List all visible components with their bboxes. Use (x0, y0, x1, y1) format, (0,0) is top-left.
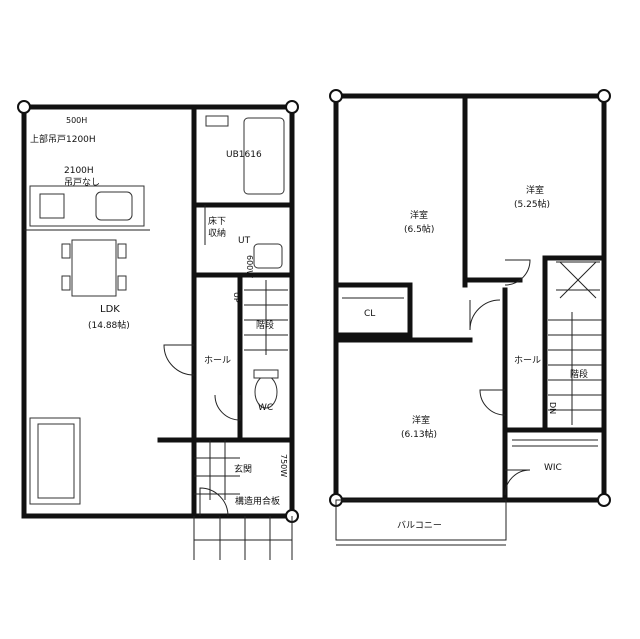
door-swing (469, 299, 501, 331)
structural-plywood-label: 構造用合板 (235, 495, 280, 507)
hall-label: ホール (514, 355, 541, 366)
door-swing (163, 344, 195, 376)
bath-fixture (205, 115, 229, 127)
dining-table (71, 239, 117, 297)
bathtub-icon (243, 117, 285, 195)
room-b-size-label: (5.25帖) (514, 198, 550, 210)
balcony-outline (335, 499, 507, 541)
door-swing (214, 394, 241, 421)
stairs-label: 階段 (570, 368, 588, 380)
floor2-stairs (548, 261, 602, 425)
wc-label: WC (258, 403, 273, 413)
washbasin-icon (253, 243, 283, 269)
floor-2: 洋室 (6.5帖) 洋室 (5.25帖) CL 洋室 (6.13帖) ホール 階… (329, 89, 611, 546)
underfloor-storage-label-1: 床下 (208, 215, 226, 227)
room-b-label: 洋室 (526, 184, 544, 196)
balcony-label: バルコニー (397, 520, 442, 531)
column-marker (285, 100, 299, 114)
chair-icon (117, 275, 127, 291)
chair-icon (117, 243, 127, 259)
dim-500h-label: 500H (66, 116, 87, 125)
door-swing (504, 469, 531, 496)
chair-icon (61, 243, 71, 259)
utility-label: UT (238, 236, 251, 246)
bath-label: UB1616 (226, 150, 262, 160)
ldk-label: LDK (100, 304, 120, 315)
kitchen-height-label: 2100H (64, 166, 94, 176)
up-label: UP (232, 292, 241, 303)
sofa-cushion (37, 423, 75, 499)
column-marker (597, 493, 611, 507)
wic-label: WIC (544, 463, 562, 473)
room-c-size-label: (6.13帖) (401, 428, 437, 440)
floor-1: 500H 上部吊戸1200H 2100H 吊戸なし LDK (14.88帖) U… (17, 100, 299, 560)
room-a-size-label: (6.5帖) (404, 223, 434, 235)
hall-label: ホール (204, 355, 231, 366)
no-hanging-cabinet-label: 吊戸なし (64, 177, 100, 188)
door-swing (479, 389, 506, 416)
column-marker (329, 89, 343, 103)
sink-icon (95, 191, 133, 221)
stairs-label: 階段 (256, 319, 274, 331)
column-marker (17, 100, 31, 114)
door-swing (504, 259, 531, 286)
closet-label: CL (364, 309, 375, 319)
upper-cabinet-label: 上部吊戸1200H (30, 133, 96, 145)
room-c-label: 洋室 (412, 414, 430, 426)
stove-icon (39, 193, 65, 219)
door-swing (199, 487, 229, 517)
room-a-label: 洋室 (410, 209, 428, 221)
floor1-stairs (244, 280, 288, 355)
width-600w-label: 600W (245, 255, 254, 278)
ldk-size-label: (14.88帖) (88, 319, 130, 331)
column-marker (597, 89, 611, 103)
entrance-label: 玄関 (234, 463, 252, 475)
toilet-tank (253, 369, 279, 379)
down-label: DN (548, 402, 557, 414)
underfloor-storage-label-2: 収納 (208, 227, 226, 239)
chair-icon (61, 275, 71, 291)
width-750w-label: 750W (279, 454, 288, 477)
